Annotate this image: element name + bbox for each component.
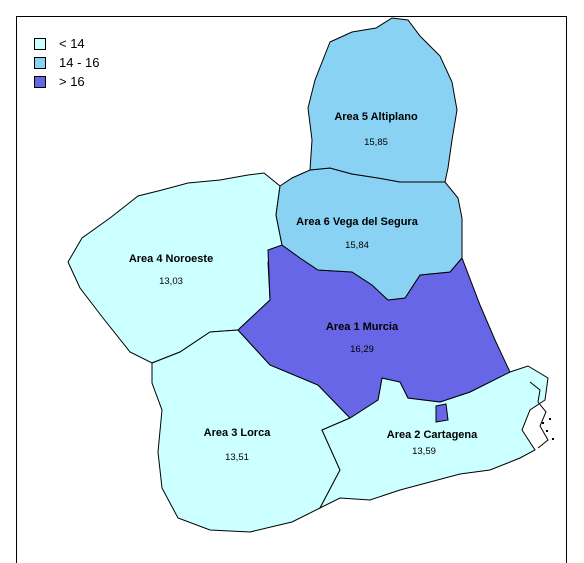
legend-item: 14 - 16	[34, 53, 99, 72]
area-6-value: 15,84	[345, 240, 369, 251]
legend-label: > 16	[59, 74, 85, 89]
area-6-name: Area 6 Vega del Segura	[296, 216, 419, 228]
legend-item: > 16	[34, 72, 99, 91]
legend-swatch	[34, 37, 46, 50]
area-2-name: Area 2 Cartagena	[387, 429, 478, 441]
legend-label: < 14	[59, 36, 85, 51]
legend-label: 14 - 16	[59, 55, 100, 70]
area-3-name: Area 3 Lorca	[204, 427, 272, 439]
area-5-value: 15,85	[364, 137, 388, 148]
legend-swatch	[34, 56, 46, 69]
area-1-value: 16,29	[350, 344, 374, 355]
coastline-detail	[529, 381, 549, 449]
legend: < 14 14 - 16 > 16	[34, 34, 99, 91]
enclave-region	[435, 403, 449, 423]
area-5-altiplano-region[interactable]	[307, 17, 458, 183]
area-5-name: Area 5 Altiplano	[334, 111, 418, 123]
area-4-value: 13,03	[159, 276, 183, 287]
area-3-value: 13,51	[225, 452, 249, 463]
area-4-name: Area 4 Noroeste	[129, 253, 213, 265]
area-1-name: Area 1 Murcia	[326, 321, 399, 333]
legend-item: < 14	[34, 34, 99, 53]
legend-swatch	[34, 75, 46, 88]
area-2-value: 13,59	[412, 446, 436, 457]
coastal-islands	[542, 418, 554, 440]
